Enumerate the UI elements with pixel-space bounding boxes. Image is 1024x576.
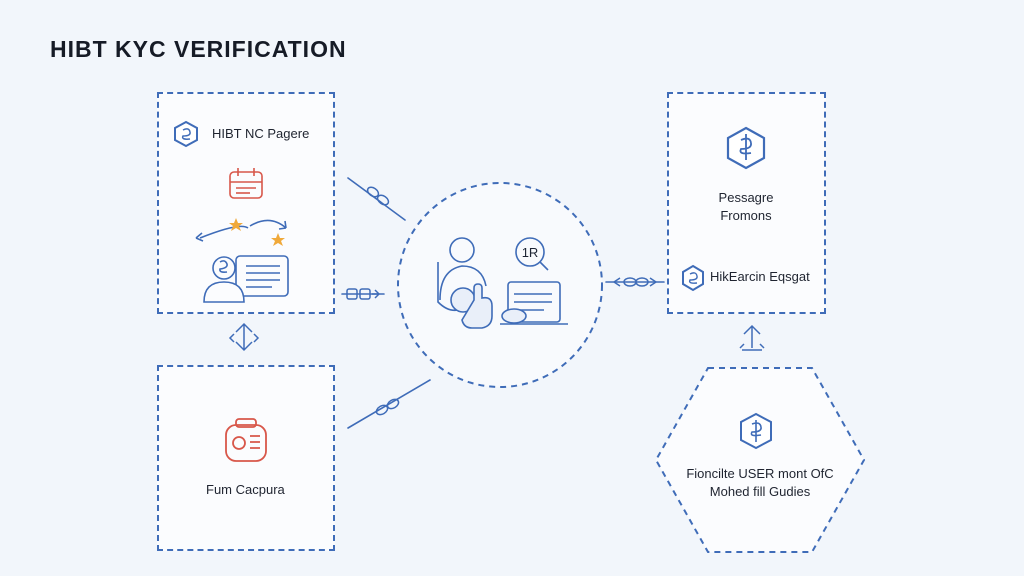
link-icon	[346, 288, 381, 300]
camera-icon	[225, 418, 267, 462]
laptop-icon	[500, 281, 568, 325]
node-bottom-right-label-line2: Mohed fill Gudies	[709, 484, 811, 499]
link-icon	[375, 398, 400, 416]
star-icon	[229, 218, 285, 246]
node-top-right-footer-label: HikEarcin Eqsgat	[710, 269, 810, 284]
link-icon	[613, 277, 657, 287]
node-top-right-label-line1: Pessagre	[718, 190, 774, 205]
calendar-icon	[229, 168, 263, 199]
connector-top-left-hub	[347, 177, 406, 221]
node-top-right-label-line2: Fromons	[720, 208, 772, 223]
diagram-title: HIBT KYC VERIFICATION	[50, 36, 347, 62]
hibt-logo-icon	[740, 412, 772, 450]
upload-icon	[739, 324, 765, 351]
node-bottom-right-label-line1: Fioncilte USER mont OfC	[686, 466, 834, 481]
hand-pointer-icon	[450, 283, 493, 329]
hibt-logo-icon	[174, 120, 198, 148]
arrows-icon	[195, 219, 287, 242]
node-top-left-label: HIBT NC Pagere	[212, 126, 310, 141]
node-bottom-left	[157, 365, 335, 551]
link-icon	[366, 186, 390, 206]
upload-icon	[228, 322, 260, 352]
hibt-logo-icon	[682, 264, 704, 292]
node-bottom-left-label: Fum Cacpura	[206, 482, 285, 497]
badge-icon: 1R	[515, 237, 549, 271]
hibt-logo-icon	[726, 126, 766, 170]
center-badge: 1R	[522, 245, 539, 260]
central-hub	[397, 182, 603, 388]
node-bottom-right	[654, 367, 866, 553]
connector-bottom-left-hub	[347, 379, 431, 429]
document-scan-icon	[203, 255, 289, 303]
